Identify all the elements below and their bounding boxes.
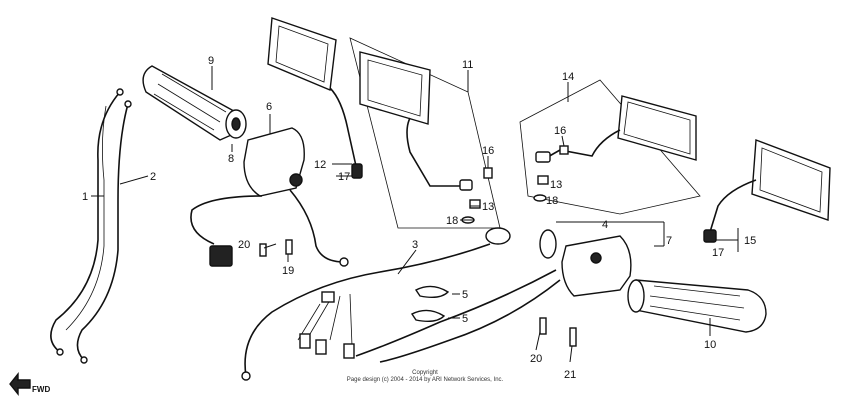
callout-17b: 17	[712, 247, 724, 259]
harness-3	[241, 227, 561, 381]
callout-15: 15	[744, 235, 756, 247]
callout-5a: 5	[462, 289, 468, 301]
clips-5	[410, 285, 450, 323]
callout-20b: 20	[530, 353, 542, 365]
mirror-right	[703, 139, 831, 243]
callout-18a: 18	[446, 215, 458, 227]
frame-14	[519, 79, 701, 215]
switch-housing-7	[539, 229, 632, 297]
callout-7: 7	[666, 235, 672, 247]
callout-16a: 16	[482, 145, 494, 157]
callout-16b: 16	[554, 125, 566, 137]
callout-20a: 20	[238, 239, 250, 251]
callout-19: 19	[282, 265, 294, 277]
hardware	[259, 145, 577, 347]
callout-10: 10	[704, 339, 716, 351]
fwd-label: FWD	[32, 385, 50, 394]
copyright-line1: Copyright	[412, 370, 438, 376]
callout-1: 1	[82, 191, 88, 203]
callout-12: 12	[314, 159, 326, 171]
callout-3: 3	[412, 239, 418, 251]
callout-8: 8	[228, 153, 234, 165]
callout-2: 2	[150, 171, 156, 183]
mirror-left	[267, 17, 363, 179]
mirror-14	[535, 95, 697, 163]
copyright: Copyright Page design (c) 2004 - 2014 by…	[347, 370, 504, 383]
callout-14: 14	[562, 71, 574, 83]
switch-housing-6	[190, 127, 349, 267]
callout-13a: 13	[482, 201, 494, 213]
callout-18b: 18	[546, 195, 558, 207]
callout-labels: 1 2 3 4 5 5 6 7 8 9 10 11 12 13 13 14 15…	[82, 55, 756, 381]
cable-1-2	[50, 88, 132, 364]
grip-9	[142, 65, 247, 141]
mirror-11	[359, 51, 473, 191]
grip-10	[627, 279, 767, 333]
callout-13b: 13	[550, 179, 562, 191]
callout-6: 6	[266, 101, 272, 113]
fwd-indicator: FWD	[9, 372, 50, 396]
leader-lines	[91, 66, 739, 363]
copyright-line2: Page design (c) 2004 - 2014 by ARI Netwo…	[347, 377, 504, 383]
callout-17a: 17	[338, 171, 350, 183]
callout-5b: 5	[462, 313, 468, 325]
callout-21: 21	[564, 369, 576, 381]
callout-4: 4	[602, 219, 608, 231]
callout-11: 11	[462, 59, 473, 71]
callout-9: 9	[208, 55, 214, 67]
